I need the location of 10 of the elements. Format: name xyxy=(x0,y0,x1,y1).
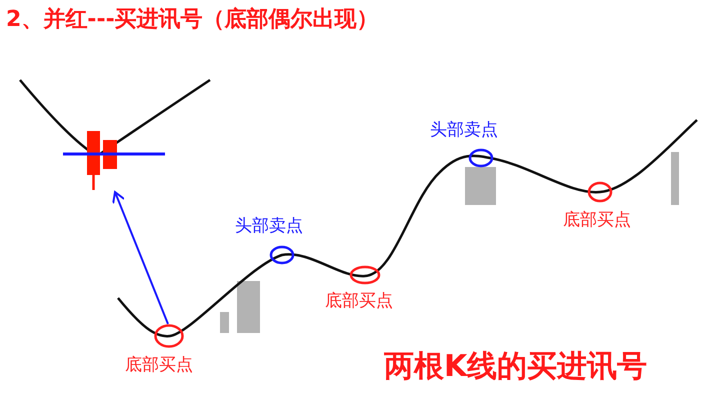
point-label: 头部卖点 xyxy=(430,121,498,140)
point-label: 底部买点 xyxy=(125,356,193,375)
title: 2、并红---买进讯号（底部偶尔出现） xyxy=(6,8,379,32)
point-label: 底部买点 xyxy=(563,211,631,230)
highlight-circle xyxy=(154,324,184,348)
arrow xyxy=(112,191,169,324)
point-label: 底部买点 xyxy=(325,292,393,311)
caption: 两根K线的买进讯号 xyxy=(384,350,648,383)
point-label: 头部卖点 xyxy=(235,217,303,236)
candlestick-drawing xyxy=(18,76,212,192)
